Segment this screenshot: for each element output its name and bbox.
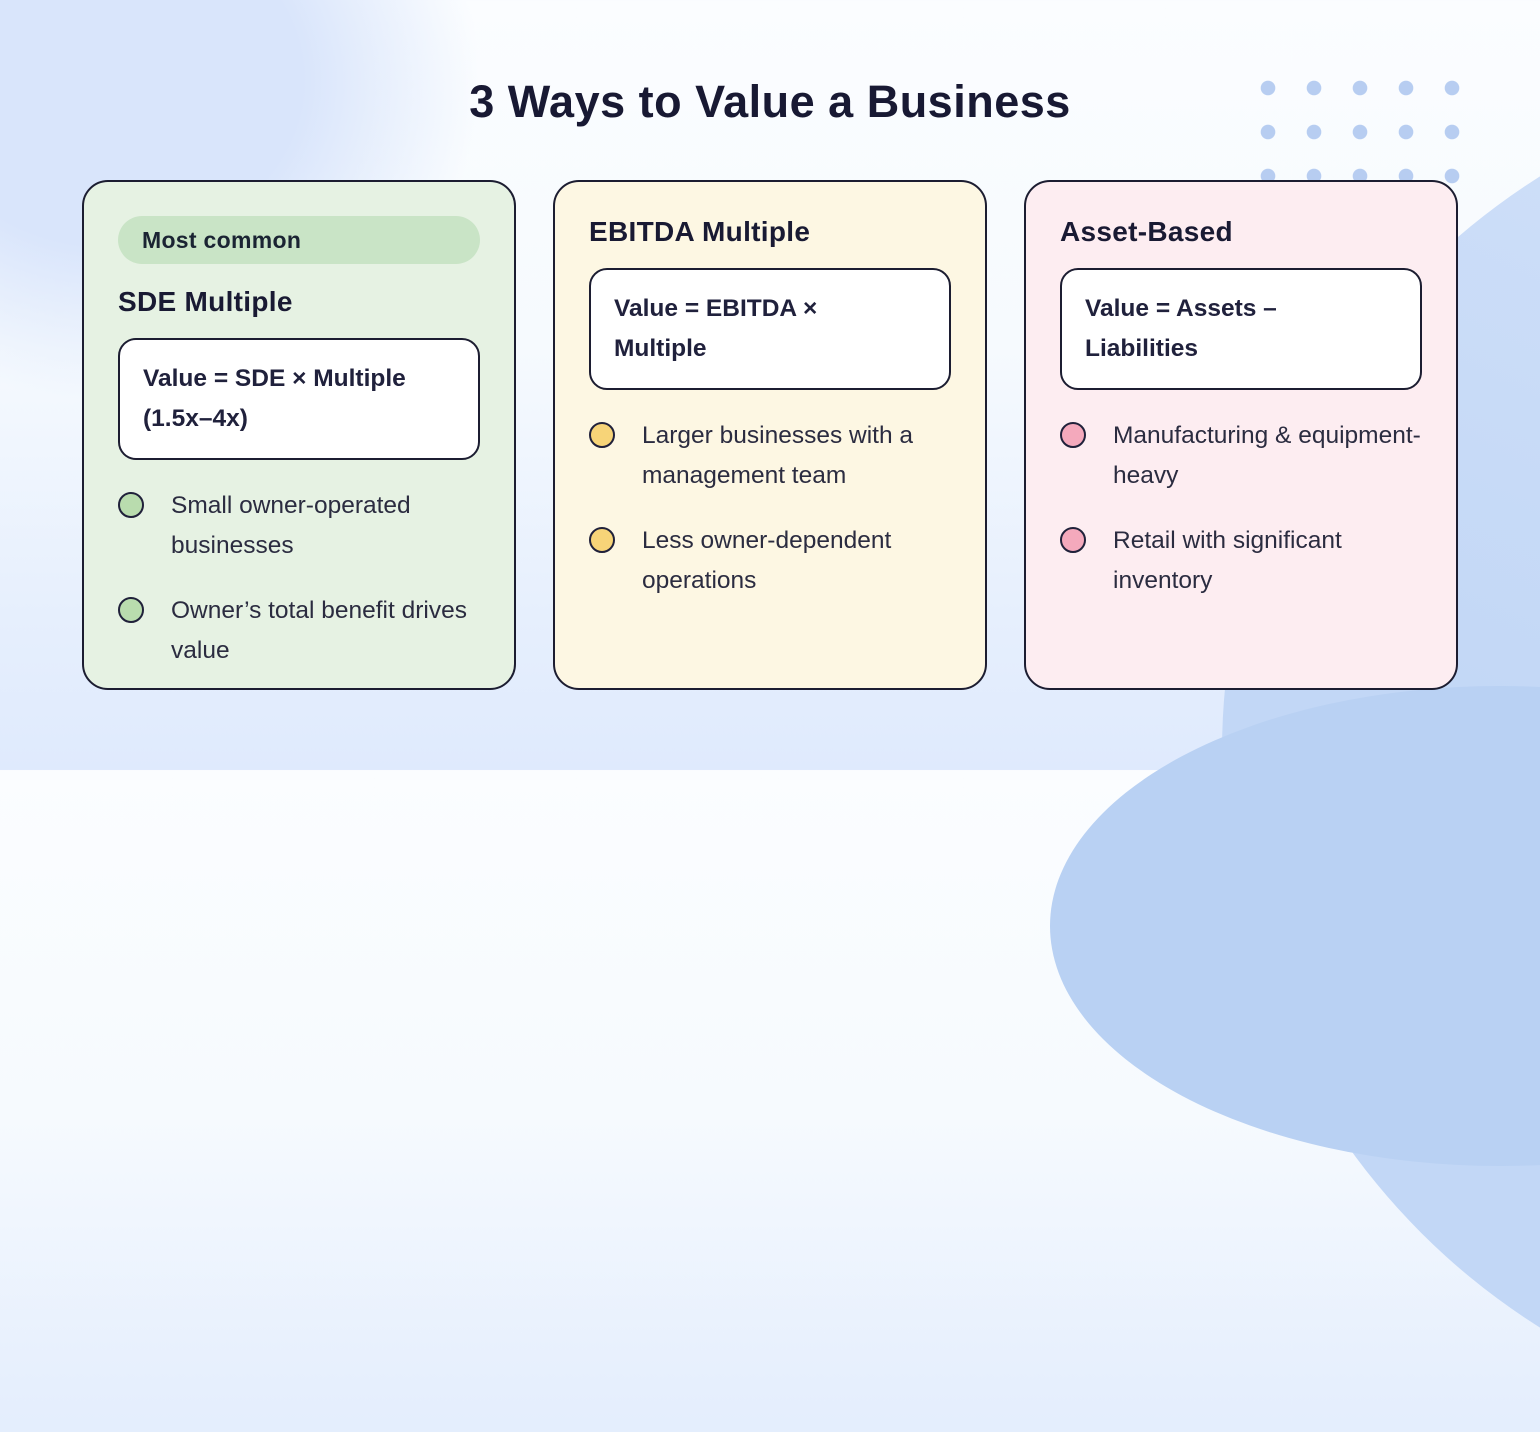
bullet-text: Less owner-dependent operations bbox=[642, 527, 892, 594]
bullet-item: Small owner-operated businesses bbox=[118, 486, 480, 566]
formula-box-asset-based: Value = Assets – Liabilities bbox=[1060, 268, 1422, 390]
bullet-item: Less owner-dependent operations bbox=[589, 521, 951, 601]
bullet-text: Manufacturing & equipment-heavy bbox=[1113, 422, 1421, 489]
most-common-badge: Most common bbox=[118, 216, 480, 264]
formula-box-ebitda: Value = EBITDA × Multiple bbox=[589, 268, 951, 390]
bullet-text: Small owner-operated businesses bbox=[171, 492, 411, 559]
bullet-text: Larger businesses with a management team bbox=[642, 422, 914, 489]
bullet-list-ebitda: Larger businesses with a management team… bbox=[589, 416, 951, 601]
background-blob-bottom-right bbox=[1050, 686, 1540, 1166]
page-title: 3 Ways to Value a Business bbox=[469, 76, 1071, 127]
card-heading-sde: SDE Multiple bbox=[118, 286, 293, 317]
card-sde-multiple: Most common SDE Multiple Value = SDE × M… bbox=[82, 180, 516, 690]
decorative-dot-grid bbox=[1245, 66, 1475, 198]
bullet-dot-icon bbox=[118, 597, 144, 623]
card-heading-asset-based: Asset-Based bbox=[1060, 216, 1233, 247]
cards-row: Most common SDE Multiple Value = SDE × M… bbox=[82, 180, 1458, 690]
bullet-text: Retail with significant inventory bbox=[1113, 527, 1342, 594]
bullet-dot-icon bbox=[1060, 527, 1086, 553]
bullet-text: Owner’s total benefit drives value bbox=[171, 597, 467, 664]
bullet-list-asset-based: Manufacturing & equipment-heavy Retail w… bbox=[1060, 416, 1422, 601]
bullet-dot-icon bbox=[589, 422, 615, 448]
bullet-dot-icon bbox=[1060, 422, 1086, 448]
bullet-item: Retail with significant inventory bbox=[1060, 521, 1422, 601]
card-asset-based: Asset-Based Value = Assets – Liabilities… bbox=[1024, 180, 1458, 690]
bullet-dot-icon bbox=[589, 527, 615, 553]
bullet-list-sde: Small owner-operated businesses Owner’s … bbox=[118, 486, 480, 671]
card-ebitda-multiple: EBITDA Multiple Value = EBITDA × Multipl… bbox=[553, 180, 987, 690]
formula-box-sde: Value = SDE × Multiple (1.5x–4x) bbox=[118, 338, 480, 460]
bullet-item: Manufacturing & equipment-heavy bbox=[1060, 416, 1422, 496]
bullet-dot-icon bbox=[118, 492, 144, 518]
bullet-item: Owner’s total benefit drives value bbox=[118, 591, 480, 671]
card-heading-ebitda: EBITDA Multiple bbox=[589, 216, 811, 247]
bullet-item: Larger businesses with a management team bbox=[589, 416, 951, 496]
